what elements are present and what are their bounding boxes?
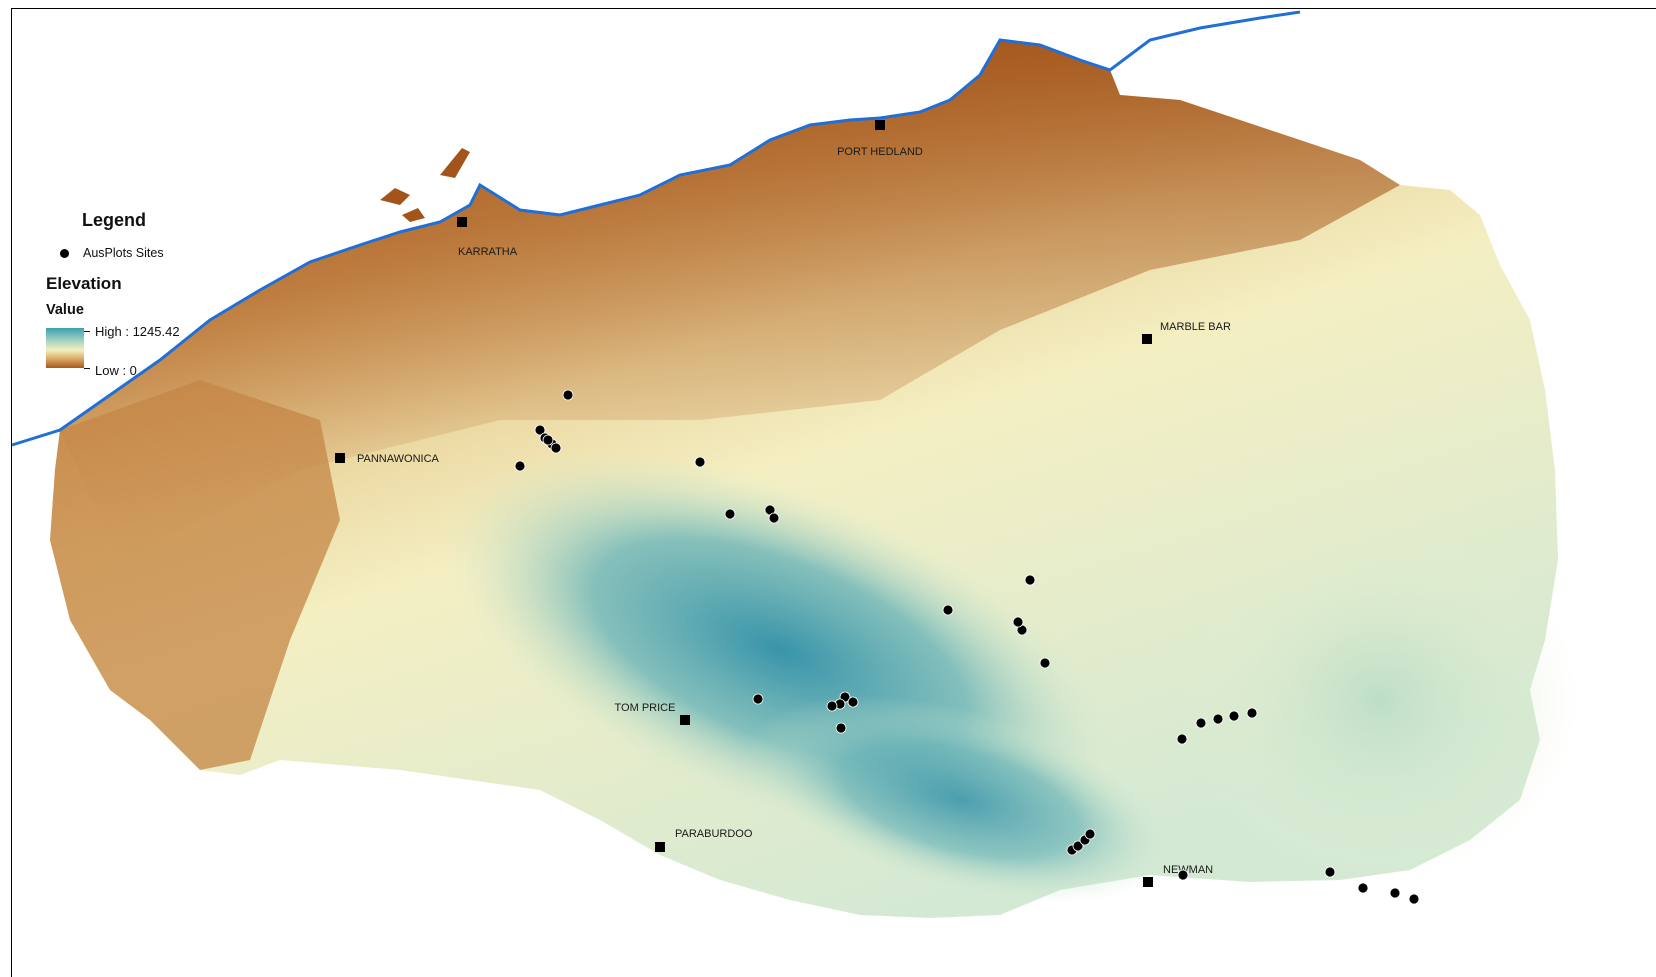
- town-marker-karratha[interactable]: [457, 217, 467, 227]
- ausplots-site-marker[interactable]: [1177, 869, 1189, 881]
- ausplots-site-marker[interactable]: [1195, 717, 1207, 729]
- ausplots-site-marker[interactable]: [562, 389, 574, 401]
- legend-high-label: High : 1245.42: [95, 324, 180, 339]
- circle-marker-icon: [60, 248, 69, 258]
- ausplots-site-marker[interactable]: [942, 604, 954, 616]
- ausplots-site-marker[interactable]: [1228, 710, 1240, 722]
- ausplots-site-marker[interactable]: [847, 696, 859, 708]
- southern-range: [746, 696, 1174, 904]
- island: [380, 188, 410, 205]
- ausplots-site-marker[interactable]: [752, 693, 764, 705]
- ausplots-site-marker[interactable]: [694, 456, 706, 468]
- town-marker-port-hedland[interactable]: [875, 120, 885, 130]
- ausplots-site-marker[interactable]: [1324, 866, 1336, 878]
- town-label-pannawonica: PANNAWONICA: [357, 453, 440, 465]
- coastal-lowland: [60, 40, 1400, 560]
- ausplots-site-marker[interactable]: [1039, 657, 1051, 669]
- legend-low-label: Low : 0: [95, 363, 137, 378]
- legend-sites-entry: AusPlots Sites: [60, 246, 164, 260]
- town-label-port-hedland: PORT HEDLAND: [837, 146, 923, 158]
- town-label-karratha: KARRATHA: [458, 246, 518, 258]
- ausplots-site-marker[interactable]: [514, 460, 526, 472]
- ramp-high-tick: [84, 331, 90, 332]
- town-marker-tom-price[interactable]: [680, 715, 690, 725]
- eastern-plateau: [1180, 520, 1580, 880]
- ausplots-site-marker[interactable]: [768, 512, 780, 524]
- town-marker-marble-bar[interactable]: [1142, 334, 1152, 344]
- ausplots-site-marker[interactable]: [826, 700, 838, 712]
- town-label-marble-bar: MARBLE BAR: [1160, 321, 1231, 333]
- ausplots-site-marker[interactable]: [1072, 840, 1084, 852]
- ramp-low-tick: [84, 368, 90, 369]
- ausplots-site-marker[interactable]: [1012, 616, 1024, 628]
- island: [402, 208, 425, 222]
- ausplots-site-marker[interactable]: [542, 434, 554, 446]
- town-marker-paraburdoo[interactable]: [655, 842, 665, 852]
- sites-layer: [514, 389, 1420, 905]
- island: [440, 148, 470, 178]
- ausplots-site-marker[interactable]: [1389, 887, 1401, 899]
- ausplots-site-marker[interactable]: [534, 424, 546, 436]
- map-frame: [11, 8, 1656, 977]
- legend-sites-label: AusPlots Sites: [83, 246, 164, 260]
- town-label-tom-price: TOM PRICE: [615, 702, 676, 714]
- elevation-color-ramp: [46, 328, 84, 368]
- western-lowland: [50, 380, 340, 770]
- ausplots-site-marker[interactable]: [1357, 882, 1369, 894]
- ausplots-site-marker[interactable]: [724, 508, 736, 520]
- town-label-newman: NEWMAN: [1163, 864, 1213, 876]
- ausplots-site-marker[interactable]: [550, 442, 562, 454]
- ausplots-site-marker[interactable]: [1084, 828, 1096, 840]
- ausplots-site-marker[interactable]: [1024, 574, 1036, 586]
- ausplots-site-marker[interactable]: [1246, 707, 1258, 719]
- coastline: [11, 10, 1301, 447]
- legend-title: Legend: [82, 210, 147, 230]
- towns-layer: PORT HEDLAND KARRATHA MARBLE BAR PANNAWONIC…: [335, 120, 1231, 887]
- legend-value-heading: Value: [46, 302, 84, 318]
- town-marker-pannawonica[interactable]: [335, 453, 345, 463]
- ausplots-site-marker[interactable]: [1408, 893, 1420, 905]
- legend-elevation-heading: Elevation: [46, 274, 122, 293]
- town-marker-newman[interactable]: [1143, 877, 1153, 887]
- ausplots-site-marker[interactable]: [1176, 733, 1188, 745]
- town-label-paraburdoo: PARABURDOO: [675, 828, 753, 840]
- ausplots-site-marker[interactable]: [1212, 713, 1224, 725]
- ausplots-site-marker[interactable]: [835, 722, 847, 734]
